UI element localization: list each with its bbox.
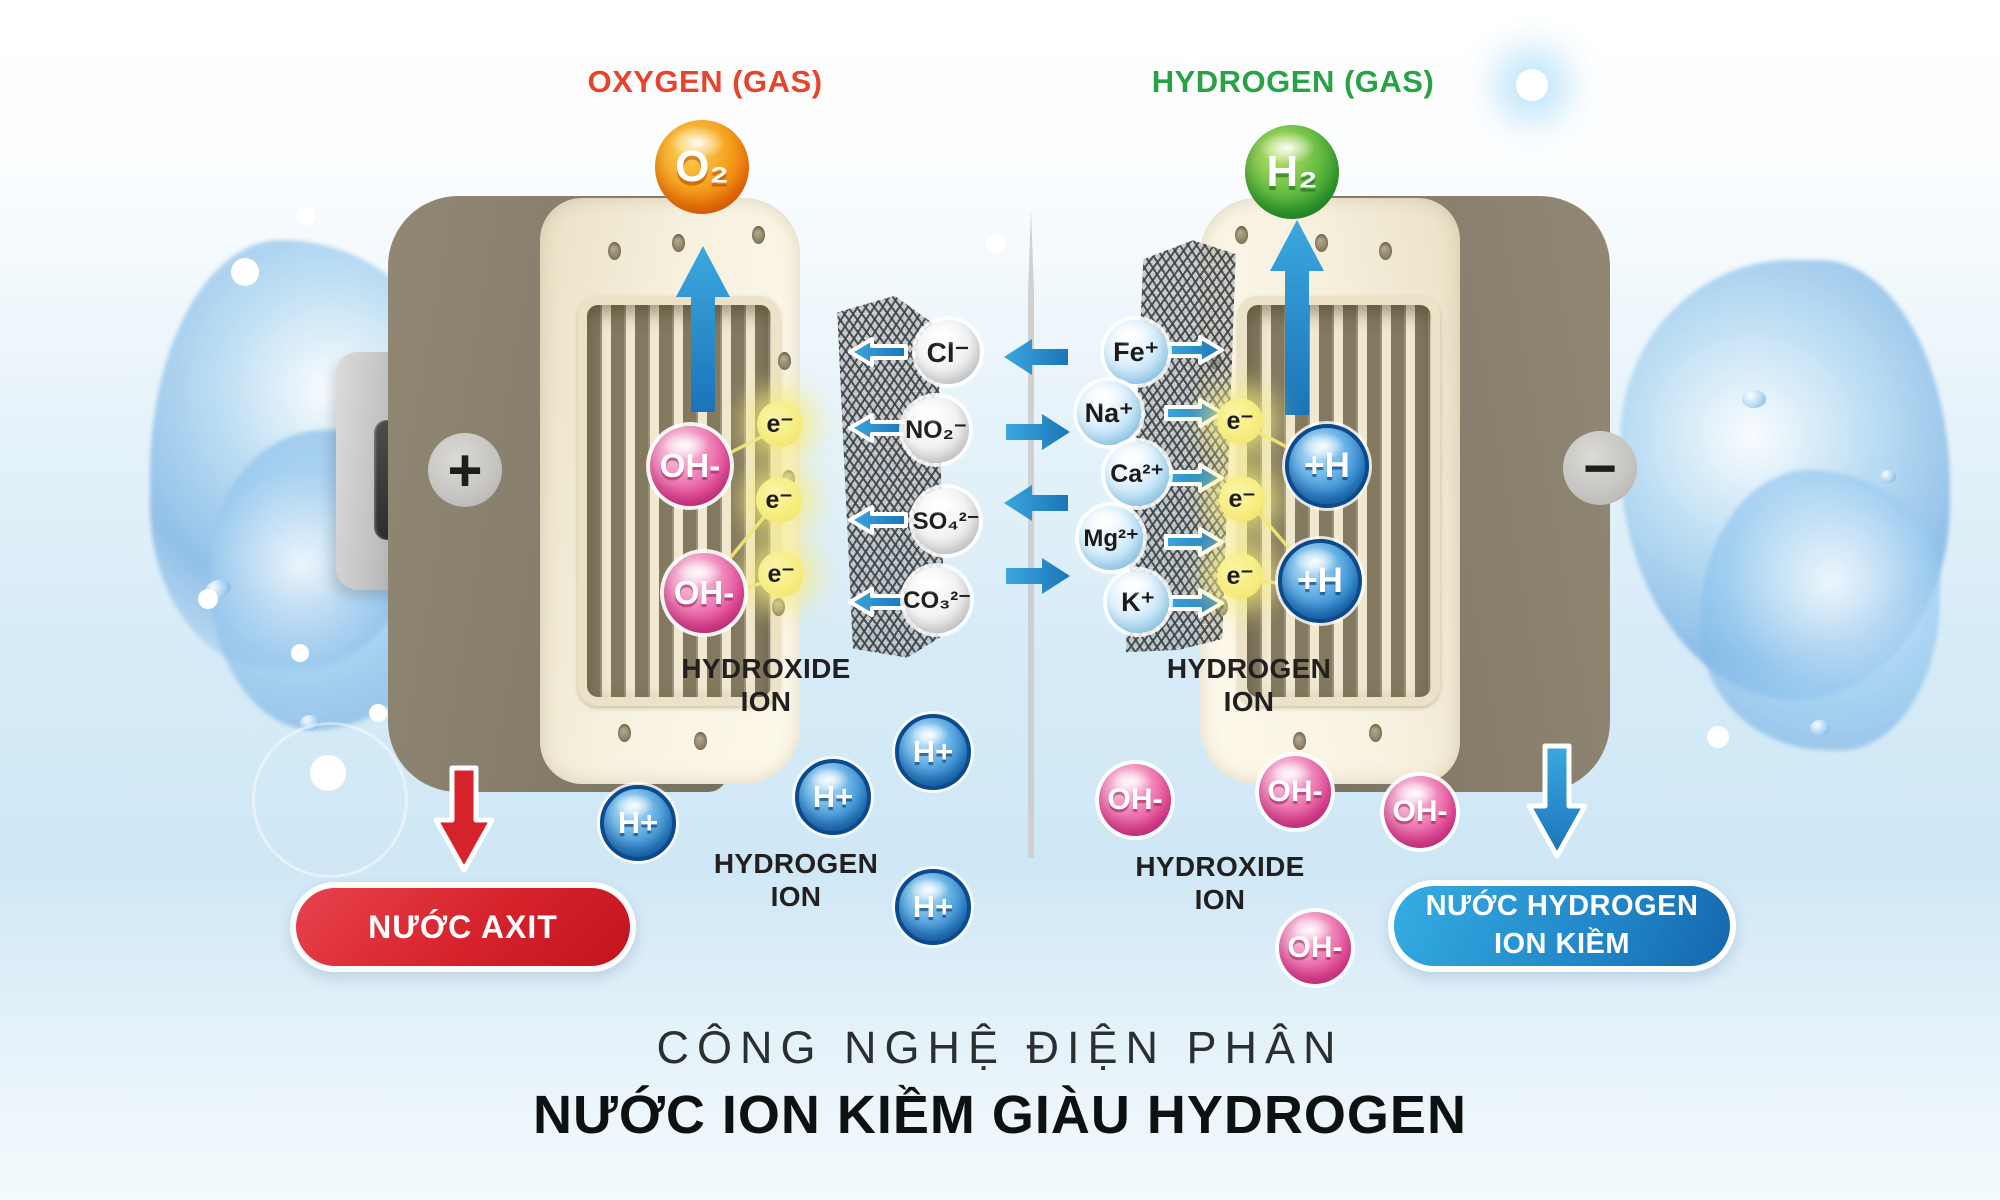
sodium-ion-sphere: Na⁺ [1077,381,1141,445]
potassium-ion-sphere: K⁺ [1107,571,1169,633]
central-divider [1028,210,1034,858]
screw-hole [1379,242,1392,260]
anode-plus-sign: + [447,436,483,504]
hydroxide-ion-line2: ION [740,686,792,718]
hydroxide-ion-line1: HYDROXIDE [1135,851,1305,882]
hydroxide-ion-zone-label: HYDROXIDE ION [681,652,850,718]
hydroxide-ion-line2: ION [1194,884,1246,916]
cation-right-arrow [1006,558,1070,594]
hydrogen-ion-line1: HYDROGEN [713,848,879,879]
screw-hole [752,226,765,244]
screw-hole [608,242,621,260]
alkaline-water-down-arrow [1526,743,1588,859]
water-droplet [1742,390,1766,408]
title-line2: NƯỚC ION KIỀM GIÀU HYDROGEN [533,1085,1467,1145]
acid-water-down-arrow [433,765,495,873]
oxygen-molecule-sphere: O₂ [655,120,749,214]
hydrogen-molecule-sphere: H₂ [1245,125,1339,219]
bubble [291,644,309,662]
cation-right-arrow [1006,414,1070,450]
magnesium-ion-sphere: Mg²⁺ [1079,506,1143,570]
hydrogen-ion-zone-label: HYDROGEN ION [1167,652,1331,718]
water-splash-right-lower [1700,470,1940,750]
ripple-ring [252,722,408,878]
cathode-minus-badge: − [1563,431,1637,505]
bubble [1707,726,1729,748]
electron-sphere: e⁻ [757,401,803,447]
cathode-minus-sign: − [1583,435,1617,501]
hydroxide-ion-sphere: OH- [1099,764,1171,836]
screw-hole [1315,234,1328,252]
electron-sphere: e⁻ [1217,553,1263,599]
hydroxide-ion-sphere: OH- [664,553,744,633]
anode-plus-badge: + [428,433,502,507]
electron-sphere: e⁻ [1217,398,1263,444]
hydroxide-ion-sphere: OH- [1384,776,1456,848]
screw-hole [1235,226,1248,244]
bubble [369,704,387,722]
right-mesh-arrows [1164,335,1224,618]
electron-sphere: e⁻ [1219,476,1265,522]
screw-hole [778,352,791,370]
bubble [297,207,315,225]
alkaline-water-pill: NƯỚC HYDROGEN ION KIỀM [1388,880,1736,972]
screw-hole [672,234,685,252]
hydroxide-ion-sphere: OH- [1259,756,1331,828]
water-droplet [1880,470,1896,483]
hydrogen-up-arrow [1270,220,1324,415]
carbonate-ion-sphere: CO₃²⁻ [903,567,971,633]
hydrogen-attached-sphere: +H [1285,424,1369,508]
hydroxide-ion-sphere: OH- [650,426,730,506]
alkaline-water-line2: ION KIỀM [1493,928,1631,960]
hydrogen-ion-sphere: H+ [600,785,676,861]
screw-hole [694,732,707,750]
screw-hole [618,724,631,742]
screw-hole [772,598,785,616]
oxygen-up-arrow [676,246,730,412]
hydrogen-ion-sphere: H+ [895,869,971,945]
hydrogen-ion-sphere: H+ [795,759,871,835]
water-droplet [1810,720,1830,736]
anion-left-arrow [1004,339,1068,375]
left-mesh-arrows [848,337,908,617]
bubble [1182,58,1204,80]
glow-bubble [1516,69,1548,101]
bubble [231,258,259,286]
electron-sphere: e⁻ [756,477,802,523]
screw-hole [1293,732,1306,750]
hydroxide-ion-line1: HYDROXIDE [681,653,851,684]
hydroxide-ion-sphere: OH- [1279,912,1351,984]
title-line1: CÔNG NGHỆ ĐIỆN PHÂN [656,1022,1344,1073]
screw-hole [1369,724,1382,742]
hydrogen-ion-line1: HYDROGEN [1166,653,1332,684]
acid-water-pill: NƯỚC AXIT [290,882,636,972]
chloride-ion-sphere: Cl⁻ [916,320,980,384]
bubble [986,233,1006,253]
hydrogen-ion-line2: ION [770,881,822,913]
calcium-ion-sphere: Ca²⁺ [1105,442,1169,506]
sulfate-ion-sphere: SO₄²⁻ [913,488,979,554]
hydroxide-ion-group-label: HYDROXIDE ION [1135,850,1304,916]
hydrogen-ion-sphere: H+ [895,714,971,790]
electron-sphere: e⁻ [758,551,804,597]
bubble [198,589,218,609]
alkaline-water-line1: NƯỚC HYDROGEN [1425,890,1699,923]
hydrogen-ion-group-label: HYDROGEN ION [714,847,878,913]
hydrogen-attached-sphere: +H [1278,539,1362,623]
nitrite-ion-sphere: NO₂⁻ [903,397,969,463]
poster-title: CÔNG NGHỆ ĐIỆN PHÂN NƯỚC ION KIỀM GIÀU H… [533,1022,1467,1146]
iron-ion-sphere: Fe⁺ [1104,320,1168,384]
oxygen-gas-label: OXYGEN (GAS) [587,64,823,99]
anion-left-arrow [1004,485,1068,521]
acid-water-label: NƯỚC AXIT [368,908,558,945]
hydrogen-ion-line2: ION [1223,686,1275,718]
hydrogen-gas-label: HYDROGEN (GAS) [1151,64,1435,99]
